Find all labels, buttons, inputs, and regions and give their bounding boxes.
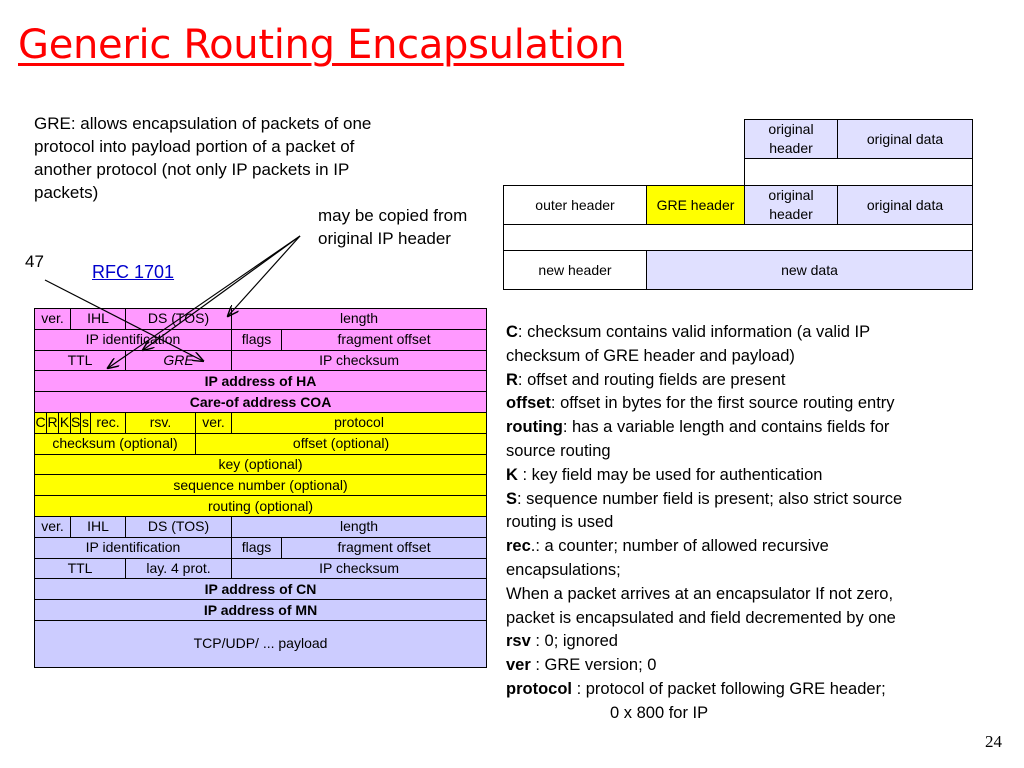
outer-frag: fragment offset	[281, 328, 488, 351]
desc-key: routing	[506, 418, 563, 437]
table-row: TCP/UDP/ ... payload	[33, 619, 488, 668]
desc-line: R: offset and routing fields are present	[506, 370, 786, 389]
inner-payload: TCP/UDP/ ... payload	[33, 619, 488, 668]
outer-length: length	[231, 308, 488, 330]
field-descriptions: C: checksum contains valid information (…	[506, 321, 996, 726]
desc-line: When a packet arrives at an encapsulator…	[506, 584, 894, 603]
table-row: sequence number (optional)	[33, 474, 488, 497]
desc-line: routing: has a variable length and conta…	[506, 418, 890, 437]
desc-key: C	[506, 323, 518, 341]
page-number: 24	[985, 732, 1002, 751]
desc-key: ver	[506, 656, 531, 675]
desc-key: rec	[506, 537, 531, 556]
table-row: IP identification flags fragment offset	[33, 536, 488, 559]
rfc-link[interactable]: RFC 1701	[92, 262, 175, 282]
outer-ver: ver.	[34, 308, 71, 330]
intro-text: GRE: allows encapsulation of packets of …	[34, 114, 372, 202]
inner-ver: ver.	[34, 515, 71, 538]
arrow-note-to-ip-id	[143, 235, 301, 350]
desc-key: K	[506, 465, 518, 484]
desc-line: protocol : protocol of packet following …	[506, 679, 886, 698]
desc-line: packet is encapsulated and field decreme…	[506, 608, 896, 627]
gre-key: key (optional)	[33, 453, 488, 476]
protocol-number-label: 47	[25, 252, 44, 271]
inner-proto: lay. 4 prot.	[125, 557, 233, 580]
gre-routing: routing (optional)	[33, 495, 488, 517]
table-row: TTL lay. 4 prot. IP checksum	[33, 557, 488, 580]
slide-title: Generic Routing Encapsulation	[18, 22, 625, 68]
desc-line: encapsulations;	[506, 560, 621, 579]
table-row: ver. IHL DS (TOS) length	[34, 308, 488, 330]
desc-key: R	[506, 370, 518, 389]
inner-ip-id: IP identification	[33, 536, 233, 559]
desc-line: routing is used	[506, 513, 614, 532]
desc-key: rsv	[506, 632, 531, 651]
table-row: Care-of address COA	[33, 391, 488, 413]
desc-line: K : key field may be used for authentica…	[506, 465, 823, 484]
table-row: routing (optional)	[33, 495, 488, 517]
row3-new-data: new data	[646, 250, 973, 290]
row3-new-header: new header	[503, 250, 647, 290]
outer-ttl: TTL	[33, 349, 127, 372]
table-row: key (optional)	[33, 453, 488, 476]
inner-ds: DS (TOS)	[125, 515, 233, 538]
row2-gre-header: GRE header	[646, 185, 745, 225]
table-row: IP address of HA	[33, 370, 488, 393]
row2-outer-header: outer header	[503, 185, 647, 225]
inner-checksum: IP checksum	[231, 557, 488, 580]
gre-offset: offset (optional)	[195, 432, 488, 455]
copied-note: may be copied from original IP header	[318, 206, 468, 248]
desc-key: S	[506, 489, 518, 508]
desc-line: 0 x 800 for IP	[610, 703, 709, 722]
table-row: IP address of MN	[33, 599, 488, 621]
arrow-note-to-ttl	[108, 235, 301, 368]
inner-dst: IP address of MN	[33, 599, 488, 621]
desc-line: offset: offset in bytes for the first so…	[506, 394, 895, 413]
row2-original-header: original header	[744, 185, 838, 225]
inner-frag: fragment offset	[281, 536, 488, 559]
row2-original-data: original data	[837, 185, 973, 225]
desc-key: protocol	[506, 679, 572, 698]
desc-line: checksum of GRE header and payload)	[506, 346, 795, 365]
desc-line: ver : GRE version; 0	[506, 656, 657, 675]
desc-key: offset	[506, 394, 551, 413]
arrow-note-to-ds	[228, 235, 301, 316]
desc-line: C: checksum contains valid information (…	[506, 323, 871, 341]
row1-original-data: original data	[837, 119, 973, 159]
inner-ttl: TTL	[33, 557, 127, 580]
desc-line: S: sequence number field is present; als…	[506, 489, 903, 508]
outer-src: IP address of HA	[33, 370, 488, 393]
packet-format-table: ver. IHL DS (TOS) length IP identificati…	[33, 308, 488, 668]
arrow-47-to-gre	[44, 279, 203, 361]
desc-line: source routing	[506, 441, 611, 460]
gre-rsv: rsv.	[125, 411, 197, 434]
outer-dst: Care-of address COA	[33, 391, 488, 413]
desc-line: rec.: a counter; number of allowed recur…	[506, 537, 829, 556]
desc-line: rsv : 0; ignored	[506, 632, 618, 651]
